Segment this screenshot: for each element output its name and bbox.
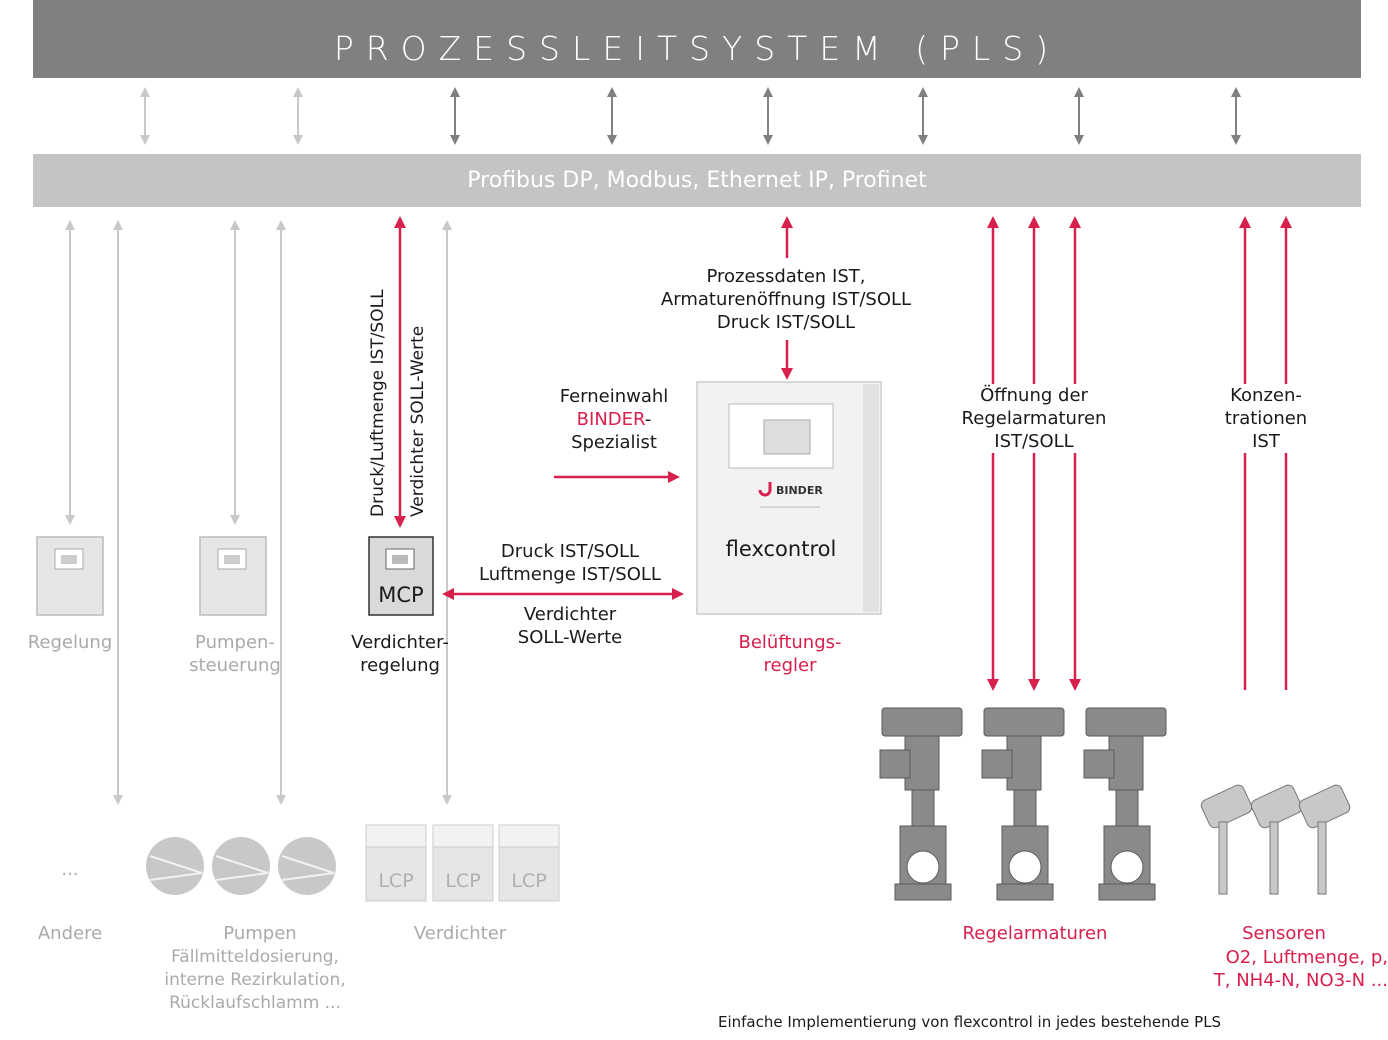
flexcontrol-cabinet-icon — [696, 381, 882, 615]
sensor-arrow-line-3: IST — [1252, 431, 1280, 452]
mcp-arrow-label-1: Druck/Luftmenge IST/SOLL — [368, 289, 388, 517]
mcp-link-upper-line-2: Luftmenge IST/SOLL — [479, 564, 661, 585]
flexcontrol-arrows — [394, 216, 1292, 691]
sensor-icons — [1200, 784, 1351, 895]
remote-access-line-3: Spezialist — [571, 432, 657, 453]
sensor-arrow-line-2: trationen — [1224, 408, 1308, 429]
pls-bus-arrows — [140, 87, 1241, 145]
belueftungsregler-label: Belüftungs- regler — [700, 631, 880, 677]
lcp-label-1: LCP — [378, 870, 414, 892]
verdichterregelung-label-line-1: Verdichter- — [351, 632, 449, 653]
verdichter-label: Verdichter — [413, 923, 507, 944]
verdichterregelung-label: Verdichter- regelung — [320, 631, 480, 677]
sensoren-detail-line-1: O2, Luftmenge, p, — [1225, 947, 1388, 968]
sensoren-label: Sensoren — [1242, 923, 1326, 944]
remote-access-label: Ferneinwahl BINDER- Spezialist — [536, 385, 692, 454]
belueftungsregler-line-2: regler — [763, 655, 817, 676]
lcp-icons — [365, 824, 560, 902]
valve-icons — [879, 707, 1167, 901]
belueftungsregler-line-1: Belüftungs- — [738, 632, 842, 653]
sensor-arrow-line-1: Konzen- — [1230, 385, 1302, 406]
footer-caption: Einfache Implementierung von flexcontrol… — [718, 1013, 1222, 1031]
mcp-arrow-label-2: Verdichter SOLL-Werte — [408, 325, 428, 517]
pumpen-detail-line-3: Rücklaufschlamm ... — [169, 993, 341, 1013]
mcp-label: MCP — [378, 583, 424, 607]
valve-arrow-label: Öffnung der Regelarmaturen IST/SOLL — [944, 384, 1124, 453]
regelarmaturen-label: Regelarmaturen — [962, 923, 1108, 944]
verdichterregelung-label-line-2: regelung — [360, 655, 440, 676]
pumpensteuerung-label: Pumpen- steuerung — [160, 631, 310, 677]
pumpensteuerung-label-line-2: steuerung — [189, 655, 281, 676]
regelung-label: Regelung — [27, 632, 113, 653]
flexcontrol-device-brand: BINDER — [776, 484, 823, 497]
sensoren-detail: O2, Luftmenge, p, T, NH4-N, NO3-N ... — [1170, 946, 1388, 992]
fieldbus-bar: Profibus DP, Modbus, Ethernet IP, Profin… — [33, 154, 1361, 207]
mcp-link-upper-line-1: Druck IST/SOLL — [500, 541, 640, 562]
valve-arrow-line-2: Regelarmaturen — [961, 408, 1107, 429]
flexcontrol-top-arrow-label: Prozessdaten IST, Armaturenöffnung IST/S… — [636, 265, 936, 334]
lcp-label-3: LCP — [511, 870, 547, 892]
pumpen-detail-line-2: interne Rezirkulation, — [164, 970, 346, 990]
flexcontrol-top-label-line-3: Druck IST/SOLL — [716, 312, 856, 333]
mcp-box-icon — [368, 536, 434, 616]
mcp-link-lower-label: Verdichter SOLL-Werte — [450, 603, 690, 649]
pumpensteuerung-label-line-1: Pumpen- — [195, 632, 275, 653]
pls-bar: PROZESSLEITSYSTEM (PLS) — [33, 0, 1361, 78]
remote-access-line-2: BINDER- — [536, 408, 692, 431]
mcp-link-lower-line-2: SOLL-Werte — [517, 627, 623, 648]
pumpen-label: Pumpen — [223, 923, 297, 944]
pumpen-detail-line-1: Fällmitteldosierung, — [171, 947, 339, 967]
mcp-link-upper-label: Druck IST/SOLL Luftmenge IST/SOLL — [450, 540, 690, 586]
lcp-label-2: LCP — [445, 870, 481, 892]
valve-arrow-line-1: Öffnung der — [980, 385, 1088, 406]
andere-label: Andere — [37, 923, 103, 944]
pumpen-detail: Fällmitteldosierung, interne Rezirkulati… — [130, 946, 380, 1015]
regelung-box-icon — [36, 536, 104, 616]
pumpensteuerung-box-icon — [199, 536, 267, 616]
andere-dots: ... — [61, 859, 79, 880]
sensoren-detail-line-2: T, NH4-N, NO3-N ... — [1213, 970, 1388, 991]
mcp-link-lower-line-1: Verdichter — [523, 604, 617, 625]
remote-access-dash: - — [644, 409, 652, 430]
sensor-arrow-label: Konzen- trationen IST — [1210, 384, 1322, 453]
flexcontrol-top-label-line-1: Prozessdaten IST, — [706, 266, 866, 287]
flexcontrol-device-label: flexcontrol — [725, 537, 837, 561]
valve-arrow-line-3: IST/SOLL — [994, 431, 1074, 452]
remote-access-line-1: Ferneinwahl — [559, 386, 669, 407]
legacy-field-arrows — [65, 220, 452, 805]
flexcontrol-top-label-line-2: Armaturenöffnung IST/SOLL — [660, 289, 912, 310]
remote-access-brand: BINDER — [576, 409, 645, 430]
pump-icons — [146, 837, 336, 895]
